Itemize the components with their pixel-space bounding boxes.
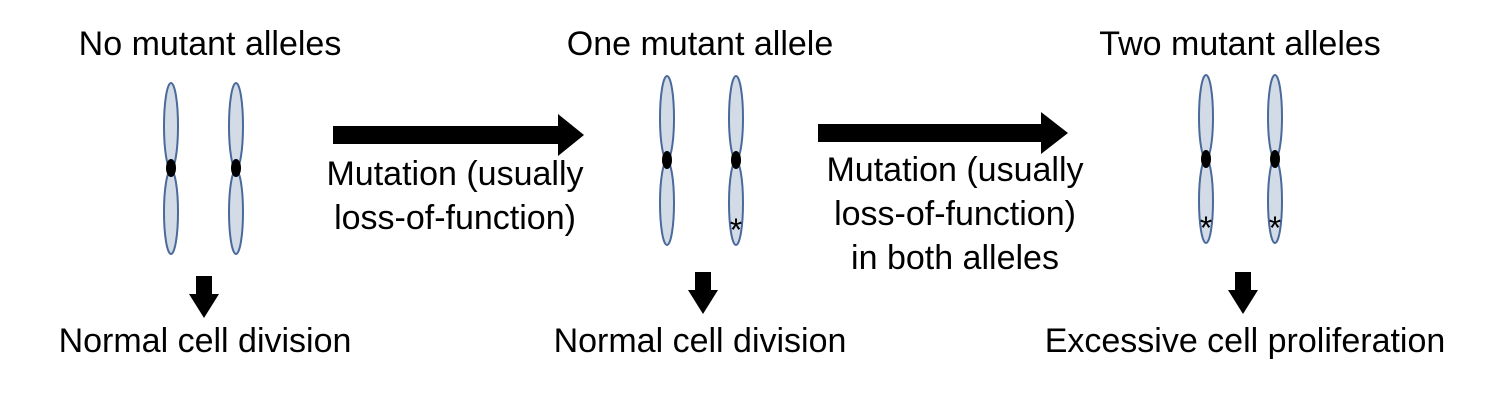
outcome-stage3: Excessive cell proliferation [1044,322,1446,360]
chromosome [1267,74,1283,244]
down-arrow-stage1 [189,276,219,318]
chromosome [728,75,744,246]
centromere [1201,150,1211,168]
transition-label-2: Mutation (usually loss-of-function) in b… [800,148,1110,280]
chromosome [163,82,179,255]
centromere [1270,150,1280,168]
stage-title-two-mutant: Two mutant alleles [1099,25,1381,63]
centromere [231,159,241,177]
stage-title-one-mutant: One mutant allele [566,25,834,63]
chromosome-pair-stage3 [1198,74,1283,244]
transition-label-2-line3: in both alleles [851,239,1059,277]
transition-label-2-line1: Mutation (usually [826,151,1084,189]
transition-label-1-line1: Mutation (usually [326,155,584,193]
transition-label-1: Mutation (usually loss-of-function) [300,152,610,240]
chromosome [228,82,244,255]
centromere [166,159,176,177]
centromere [731,151,741,169]
down-arrow-stage2 [688,272,718,314]
outcome-stage1: Normal cell division [58,322,352,360]
centromere [662,151,672,169]
transition-label-2-line2: loss-of-function) [834,195,1076,233]
stage-title-no-mutant: No mutant alleles [78,25,342,63]
transition-arrow-1 [333,114,584,156]
mutation-marker-stage3-right: * [1268,210,1282,246]
chromosome [659,75,675,246]
mutation-marker-stage3-left: * [1199,210,1213,246]
chromosome-pair-stage2 [659,75,744,246]
transition-arrow-2 [818,112,1068,154]
outcome-stage2: Normal cell division [553,322,847,360]
transition-label-1-line2: loss-of-function) [334,199,576,237]
down-arrow-stage3 [1228,272,1258,314]
mutation-marker-stage2: * [729,212,743,248]
chromosome-pair-stage1 [163,82,244,255]
chromosome [1198,74,1214,244]
